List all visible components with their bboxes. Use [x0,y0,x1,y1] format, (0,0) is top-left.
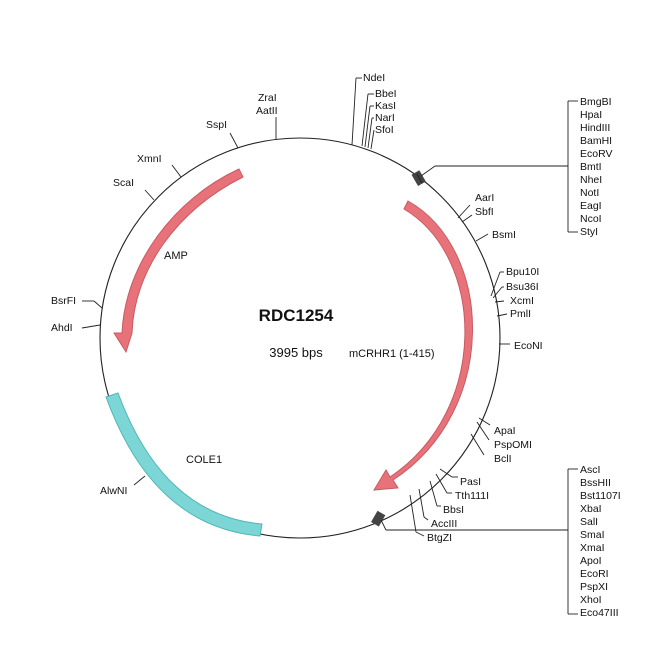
mcs-bottom-site: SalI [580,516,598,528]
site-group-left: BsrFI AhdI AlwNI [51,295,146,497]
plasmid-size: 3995 bps [269,345,323,360]
site-group-ndei: NdeI BbeI KasI NarI SfoI [351,72,397,150]
mcs-bottom-site: SmaI [580,529,605,541]
feature-label-amp: AMP [164,250,188,262]
mcs-top-site: NheI [580,174,602,186]
site-group-top-left: ZraI AatII SspI XmnI ScaI [113,92,278,201]
site-label-xcmi: XcmI [510,295,534,307]
site-label-acciii: AccIII [431,518,457,530]
mcs-top-site: EcoRV [580,148,613,160]
mcs-bottom-site: PspXI [580,581,608,593]
mcs-bottom-site: Bst1107I [580,490,621,502]
site-label-bcli: BclI [494,453,512,465]
site-label-bsrfi: BsrFI [51,295,76,307]
site-label-sbfi: SbfI [475,206,494,218]
mcs-bottom-site: XhoI [580,594,602,606]
feature-label-mcrhr1: mCRHR1 (1-415) [349,348,435,360]
site-label-bbei: BbeI [375,88,397,100]
mcs-top-site: HpaI [580,109,602,121]
site-label-pmli: PmlI [510,308,531,320]
site-label-kasi: KasI [375,100,396,112]
site-group-bottom-right: PasI Tth111I BbsI AccIII BtgZI [409,468,489,544]
cole1-arc [105,392,263,537]
mcrhr1-arrow [373,200,473,491]
site-label-xmni: XmnI [137,153,162,165]
mcs-top-site: EagI [580,200,602,212]
feature-label-cole1: COLE1 [186,454,222,466]
site-label-bbsi: BbsI [443,504,464,516]
site-label-pspomi: PspOMI [494,439,532,451]
site-group-right-upper: AarI SbfI BsmI [457,192,516,242]
mcs-bottom-site: BssHII [580,477,611,489]
mcs-top-site: BmgBI [580,96,612,108]
site-label-bsmi: BsmI [492,229,516,241]
mcs-bottom-group: AscI BssHII Bst1107I XbaI SalI SmaI XmaI… [380,464,621,619]
site-label-sspi: SspI [206,119,227,131]
mcs-top-marker [411,170,426,187]
site-label-apai: ApaI [494,425,516,437]
site-group-right-lower: ApaI PspOMI BclI [470,417,532,465]
site-label-econi: EcoNI [514,340,543,352]
mcs-top-site: HindIII [580,122,610,134]
amp-arrow [113,168,244,354]
site-label-nari: NarI [375,112,395,124]
mcs-bottom-site: ApoI [580,555,602,567]
site-label-alwni: AlwNI [100,485,127,497]
site-label-pasi: PasI [460,476,481,488]
site-label-scai: ScaI [113,177,134,189]
mcs-bottom-marker [371,510,386,527]
backbone-circle [99,137,501,539]
site-label-zrai: ZraI [258,92,277,104]
site-label-tth111i: Tth111I [455,490,489,502]
plasmid-name: RDC1254 [259,306,334,325]
site-label-bsu36i: Bsu36I [506,281,539,293]
mcs-bottom-site: XmaI [580,542,605,554]
site-label-aatii: AatII [256,105,278,117]
mcs-bottom-site: EcoRI [580,568,609,580]
mcs-top-site: BmtI [580,161,602,173]
mcs-bottom-site: Eco47III [580,607,619,619]
site-label-sfoi: SfoI [375,124,394,136]
site-label-ndei: NdeI [363,72,385,84]
site-label-aari: AarI [475,192,494,204]
mcs-bottom-site: AscI [580,464,600,476]
site-label-bpu10i: Bpu10I [506,266,539,278]
mcs-top-site: NcoI [580,213,602,225]
mcs-bottom-site: XbaI [580,503,602,515]
mcs-top-site: NotI [580,187,599,199]
mcs-top-site: StyI [580,226,598,238]
mcs-top-site: BamHI [580,135,612,147]
site-label-ahdi: AhdI [51,322,73,334]
site-group-right-middle: Bpu10I Bsu36I XcmI PmlI EcoNI [490,266,543,352]
mcs-top-group: BmgBI HpaI HindIII BamHI EcoRV BmtI NheI… [420,96,613,238]
site-label-btgzi: BtgZI [427,532,452,544]
